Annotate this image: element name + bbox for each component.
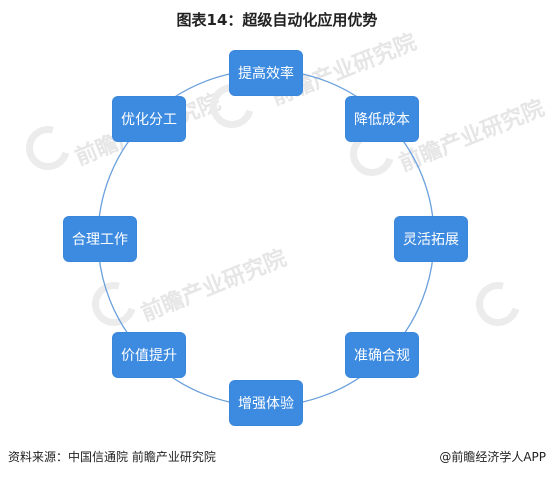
node-improve-efficiency: 提高效率 — [230, 51, 302, 95]
node-accurate-compliance: 准确合规 — [346, 333, 418, 377]
node-flexible-expansion: 灵活拓展 — [395, 217, 467, 261]
node-enhanced-experience: 增强体验 — [230, 381, 302, 425]
node-reasonable-work: 合理工作 — [64, 217, 136, 261]
credit-note: @前瞻经济学人APP — [439, 450, 546, 464]
node-value-increase: 价值提升 — [113, 333, 185, 377]
source-note: 资料来源：中国信通院 前瞻产业研究院 — [8, 450, 216, 464]
node-optimize-division: 优化分工 — [113, 97, 185, 141]
node-reduce-cost: 降低成本 — [346, 97, 418, 141]
chart-title: 图表14：超级自动化应用优势 — [176, 11, 378, 29]
